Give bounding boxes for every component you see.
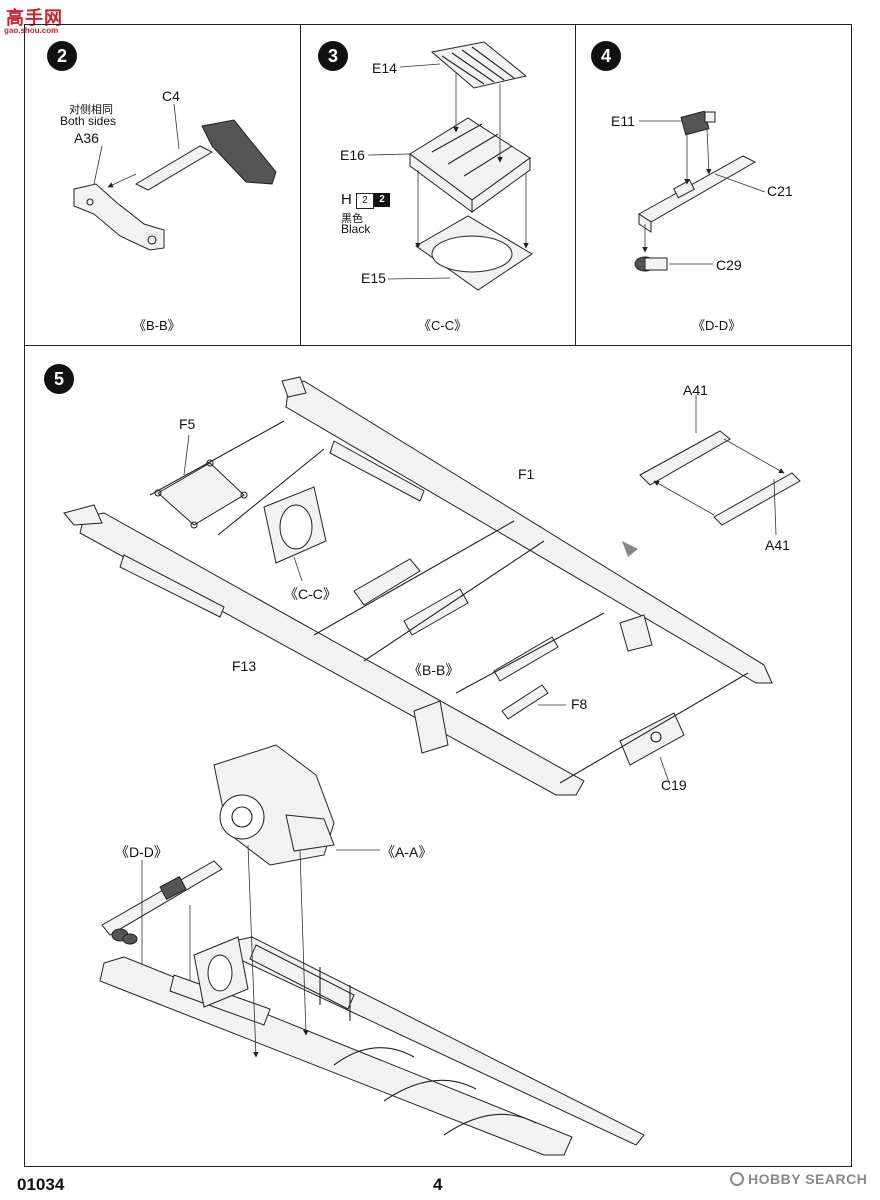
step-5-label-f13: F13	[232, 658, 257, 674]
step-2-drawing	[73, 103, 277, 251]
spacer-part	[493, 636, 559, 682]
step-2-note-cn: 对侧相同	[69, 104, 113, 116]
step-3-drawing	[367, 41, 533, 291]
rail-a41-bottom	[713, 472, 801, 526]
site-logo-url: gao.shou.com	[4, 26, 59, 35]
step-5-label-cc: 《C-C》	[284, 586, 337, 602]
step-3-paint-box-1: 2	[356, 193, 374, 209]
step-4-part-e11: E11	[611, 113, 635, 129]
step-3-part-e15: E15	[361, 270, 386, 286]
step-3-paint-en: Black	[341, 222, 371, 236]
step-2-caption: 《B-B》	[133, 318, 181, 333]
step-3-number: 3	[318, 41, 348, 71]
frame-rail-f1	[285, 380, 773, 684]
axle-mount-rear	[619, 614, 653, 652]
e14-grille	[430, 41, 528, 89]
step-5-label-bb: 《B-B》	[408, 662, 460, 678]
step-3-paint-cn: 黑色	[341, 213, 363, 225]
leaf-spring-rear	[329, 440, 425, 502]
step-4-drawing	[634, 110, 766, 272]
step-5-drawing	[63, 376, 801, 1156]
step-5-number: 5	[44, 364, 74, 394]
bracket-bb-1	[353, 558, 421, 606]
leaf-spring-front	[119, 554, 225, 618]
step-5-label-aa: 《A-A》	[381, 844, 433, 860]
step-4-part-c29: C29	[716, 257, 742, 273]
step-4-number: 4	[591, 41, 621, 71]
step-5-label-c19: C19	[661, 777, 687, 793]
c4-bracket	[201, 119, 277, 185]
bracket-dd-lower	[101, 860, 223, 936]
step-5-label-f5: F5	[179, 416, 196, 432]
step-2-note-en: Both sides	[60, 114, 117, 128]
axle-mount-front	[413, 700, 449, 754]
step-2-number: 2	[47, 41, 77, 71]
product-code: 01034	[17, 1175, 65, 1194]
step-3-paint-box-2: 2	[374, 193, 390, 207]
step-3-caption: 《C-C》	[418, 318, 468, 333]
crossmember-f5	[157, 462, 245, 526]
watermark-icon	[730, 1172, 744, 1186]
c4-rod	[134, 145, 214, 191]
step-3-part-e16: E16	[340, 147, 365, 163]
c21-bracket	[638, 155, 757, 223]
step-4-caption: 《D-D》	[692, 318, 742, 333]
step-5-label-a41-bottom: A41	[765, 537, 790, 553]
tube-f8	[501, 684, 549, 720]
rail-a41-top	[639, 430, 731, 486]
site-logo: 高手网	[6, 8, 63, 28]
a36-bracket	[73, 183, 165, 251]
step-2-part-c4: C4	[162, 88, 180, 104]
step-5-label-a41-top: A41	[683, 382, 708, 398]
step-3-part-e14: E14	[372, 60, 397, 76]
page-number: 4	[433, 1175, 443, 1194]
step-4-part-c21: C21	[767, 183, 793, 199]
step-5-label-f1: F1	[518, 466, 535, 482]
frame-rail-f13	[79, 512, 585, 796]
step-3-paint-code: H	[341, 191, 352, 208]
panel-step-5	[24, 345, 852, 1167]
watermark-text: HOBBY SEARCH	[748, 1171, 868, 1187]
step-2-part-a36: A36	[74, 130, 99, 146]
step-5-label-f8: F8	[571, 696, 588, 712]
step-5-label-dd: 《D-D》	[115, 844, 168, 860]
